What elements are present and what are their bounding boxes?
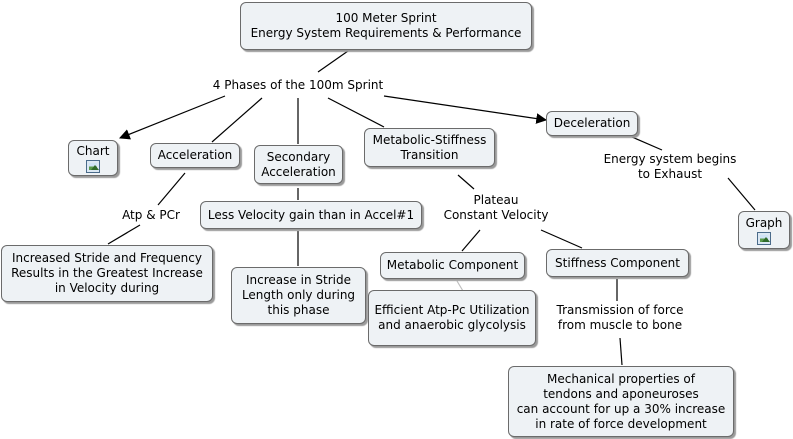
deceleration-node[interactable]: Deceleration bbox=[546, 111, 638, 136]
acceleration-label: Acceleration bbox=[157, 148, 233, 162]
stride-length-label: Increase in Stride Length only during th… bbox=[241, 273, 356, 317]
stride-frequency-node[interactable]: Increased Stride and Frequency Results i… bbox=[1, 245, 213, 302]
link-deceleration-energy bbox=[631, 136, 663, 151]
less-velocity-node[interactable]: Less Velocity gain than in Accel#1 bbox=[200, 201, 422, 229]
deceleration-label: Deceleration bbox=[553, 116, 631, 130]
link-energy-graph bbox=[727, 177, 756, 211]
plateau-label: Plateau Constant Velocity bbox=[443, 193, 549, 222]
link-phases-chart bbox=[118, 95, 226, 140]
link-plateau-metabolic-comp bbox=[461, 229, 481, 252]
image-icon[interactable] bbox=[757, 231, 771, 245]
secondary-acceleration-label: Secondary Acceleration bbox=[261, 149, 336, 179]
stride-frequency-label: Increased Stride and Frequency Results i… bbox=[11, 251, 203, 295]
title-node[interactable]: 100 Meter Sprint Energy System Requireme… bbox=[240, 2, 532, 50]
atp-pc-utilization-label: Efficient Atp-Pc Utilization and anaerob… bbox=[374, 303, 530, 332]
energy-exhaust-label: Energy system begins to Exhaust bbox=[603, 152, 737, 181]
link-plateau-stiffness-comp bbox=[540, 229, 583, 249]
chart-node[interactable]: Chart bbox=[68, 140, 118, 176]
link-title-phases bbox=[317, 50, 349, 73]
acceleration-node[interactable]: Acceleration bbox=[150, 143, 240, 168]
transmission-label: Transmission of force from muscle to bon… bbox=[556, 303, 684, 332]
atp-pcr-label: Atp & PCr bbox=[122, 208, 180, 222]
link-phases-deceleration bbox=[383, 95, 548, 124]
link-acceleration-atp bbox=[157, 172, 186, 206]
metabolic-stiffness-node[interactable]: Metabolic-Stiffness Transition bbox=[364, 128, 495, 167]
mechanical-properties-label: Mechanical properties of tendons and apo… bbox=[516, 371, 726, 431]
less-velocity-label: Less Velocity gain than in Accel#1 bbox=[207, 207, 415, 222]
link-phases-metabolic bbox=[327, 97, 385, 128]
phases-label: 4 Phases of the 100m Sprint bbox=[212, 78, 384, 92]
stride-length-node[interactable]: Increase in Stride Length only during th… bbox=[231, 267, 366, 324]
link-transmission-mechanical bbox=[619, 337, 623, 366]
atp-pc-utilization-node[interactable]: Efficient Atp-Pc Utilization and anaerob… bbox=[368, 290, 536, 346]
stiffness-component-node[interactable]: Stiffness Component bbox=[546, 249, 689, 277]
graph-label: Graph bbox=[745, 215, 783, 230]
title-line-2: Energy System Requirements & Performance bbox=[250, 26, 522, 40]
chart-label: Chart bbox=[76, 143, 110, 158]
mechanical-properties-node[interactable]: Mechanical properties of tendons and apo… bbox=[508, 366, 734, 437]
link-atp-stride bbox=[107, 224, 141, 245]
metabolic-component-label: Metabolic Component bbox=[386, 258, 519, 272]
metabolic-stiffness-label: Metabolic-Stiffness Transition bbox=[372, 132, 487, 162]
stiffness-component-label: Stiffness Component bbox=[555, 255, 680, 270]
title-line-1: 100 Meter Sprint bbox=[335, 11, 437, 25]
secondary-acceleration-node[interactable]: Secondary Acceleration bbox=[254, 145, 343, 184]
link-phases-acceleration bbox=[211, 97, 263, 143]
image-icon[interactable] bbox=[86, 159, 100, 173]
link-metabolic-plateau bbox=[457, 174, 475, 190]
graph-node[interactable]: Graph bbox=[738, 211, 790, 249]
link-metabolic-comp-atp bbox=[456, 280, 464, 292]
metabolic-component-node[interactable]: Metabolic Component bbox=[380, 252, 525, 279]
